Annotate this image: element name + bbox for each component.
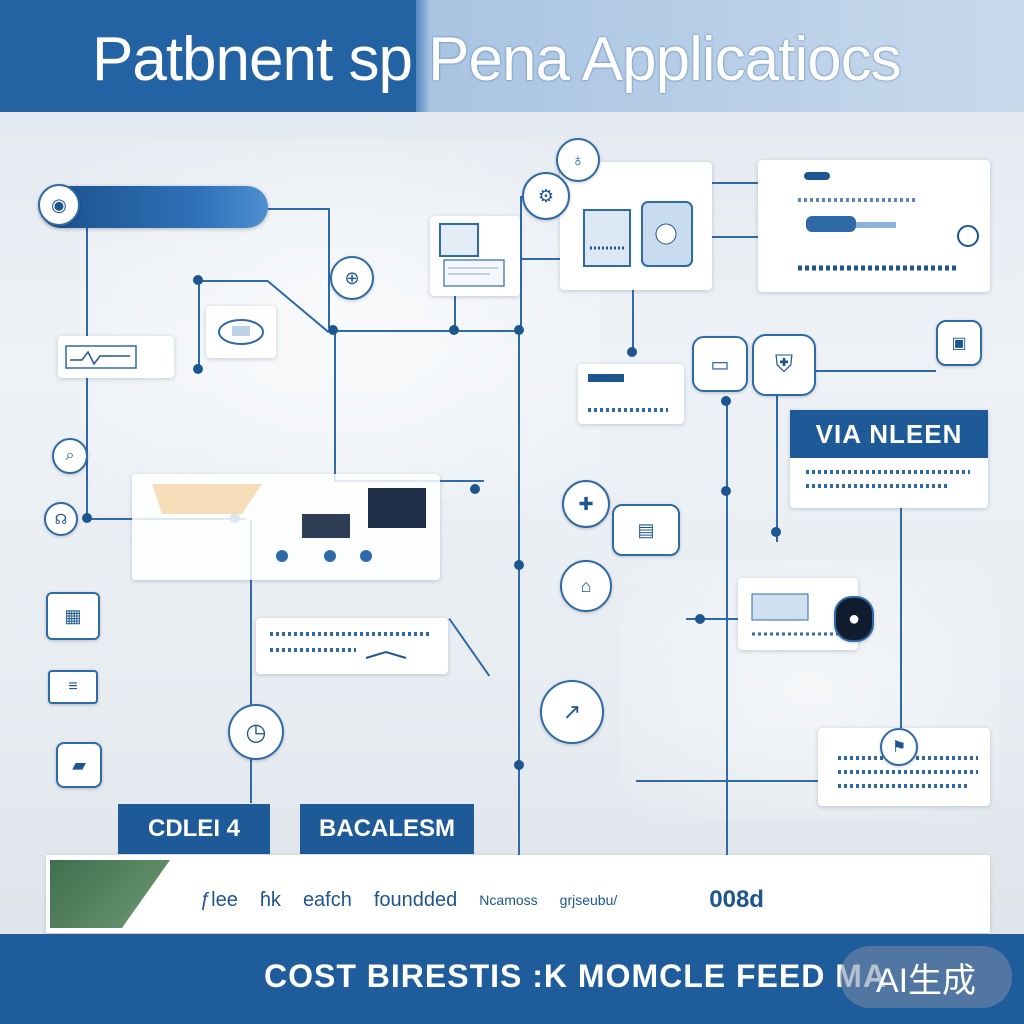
server-icon	[583, 201, 693, 267]
globe-icon: ⊕	[330, 256, 374, 300]
strip-item: ƒlee	[200, 888, 238, 911]
label-left: CDLEI 4	[118, 804, 270, 854]
bottom-strip	[46, 855, 990, 933]
strip-item: ɦk	[259, 888, 281, 911]
title-right: Pena Applicatiocs	[428, 25, 901, 94]
ultrasound-icon	[152, 484, 426, 562]
footer-text: COST BIRESTIS :K MOMCLE FEED MA	[264, 958, 887, 994]
monitor-card	[430, 216, 520, 296]
right-panel: VIA NLEEN	[790, 410, 988, 508]
settings-icon: ⚙	[522, 172, 570, 220]
heart-monitor-icon	[65, 345, 137, 369]
chart-icon: ↗	[540, 680, 604, 744]
title-left: Patbnent sp	[92, 25, 413, 94]
notes-card-lines	[270, 632, 432, 659]
info-card-lines	[588, 374, 668, 412]
strip-item: foundded	[373, 888, 458, 911]
magnifier-icon: ⌕	[52, 438, 88, 474]
folder-icon: ▰	[56, 742, 102, 788]
alert-icon: ⚑	[880, 728, 918, 766]
label-middle: BACALESM	[300, 804, 474, 854]
bottom-strip-items: ƒlee ɦk eafch foundded Ncamoss grjseubu/…	[200, 882, 980, 918]
user-icon: ●	[834, 596, 874, 642]
equipment-icon: ⌂	[560, 560, 612, 612]
strip-item: grjseubu/	[559, 892, 618, 908]
patient-card-graphic	[751, 593, 838, 636]
server-card	[560, 162, 712, 290]
syringe-icon: ✚	[562, 480, 610, 528]
clock-icon: ◷	[228, 704, 284, 760]
strip-item: eafch	[302, 888, 352, 911]
title-left-block	[0, 0, 416, 112]
ultrasound-card	[132, 474, 440, 580]
heart-monitor-card	[58, 336, 174, 378]
data-panel-card	[758, 160, 990, 292]
right-panel-heading: VIA NLEEN	[790, 410, 988, 458]
right-panel-lines	[806, 470, 970, 488]
tablet-icon: ▭	[692, 336, 748, 392]
medical-device-icon	[218, 319, 264, 345]
info-card	[578, 364, 684, 424]
device-card	[206, 306, 276, 358]
lock-icon: ▣	[936, 320, 982, 366]
summary-card	[818, 728, 990, 806]
medical-scanner-icon: ◉	[38, 184, 80, 226]
computer-monitor-icon	[439, 223, 505, 287]
summary-card-lines	[838, 756, 978, 788]
list-icon: ≡	[48, 670, 98, 704]
page-title: Patbnent sp Pena Applicatiocs	[92, 24, 902, 95]
headset-icon: ☊	[44, 502, 78, 536]
strip-item: 008d	[709, 886, 764, 913]
image-icon: ▦	[46, 592, 100, 640]
bed-icon: ▤	[612, 504, 680, 556]
notes-card	[256, 618, 448, 674]
stethoscope-icon: ♁	[556, 138, 600, 182]
data-panel-graphic	[798, 172, 979, 271]
strip-item: Ncamoss	[479, 892, 538, 908]
ai-watermark: AI生成	[840, 946, 1012, 1008]
shield-icon: ⛨	[752, 334, 816, 396]
